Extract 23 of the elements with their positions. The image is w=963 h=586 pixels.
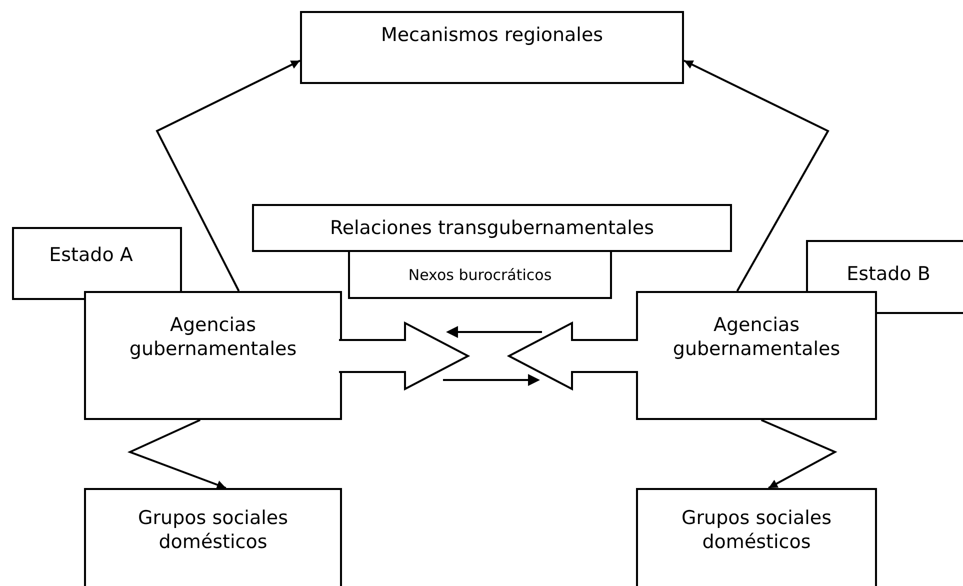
block-arrow	[338, 321, 470, 391]
process-box	[252, 204, 732, 252]
process-box	[636, 488, 877, 586]
process-box	[300, 11, 684, 84]
arrow	[760, 419, 838, 489]
process-box	[636, 291, 877, 420]
node-label: Grupos sociales domésticos	[137, 506, 289, 554]
arrow	[156, 60, 300, 292]
arrow	[127, 419, 226, 490]
node-label: Grupos sociales domésticos	[680, 506, 832, 554]
node-label: Agencias gubernamentales	[672, 313, 842, 361]
arrow	[684, 60, 830, 292]
node-label: Estado B	[846, 262, 930, 287]
node-label: Mecanismos regionales	[380, 23, 604, 48]
node-label: Estado A	[49, 243, 133, 268]
node-label: Relaciones transgubernamentales	[330, 216, 654, 241]
node-label: Nexos burocráticos	[408, 265, 552, 286]
process-box	[12, 227, 182, 300]
process-box	[348, 250, 612, 299]
process-box	[84, 488, 342, 586]
block-arrow	[506, 321, 639, 391]
process-box	[84, 291, 342, 420]
node-label: Agencias gubernamentales	[128, 313, 298, 361]
